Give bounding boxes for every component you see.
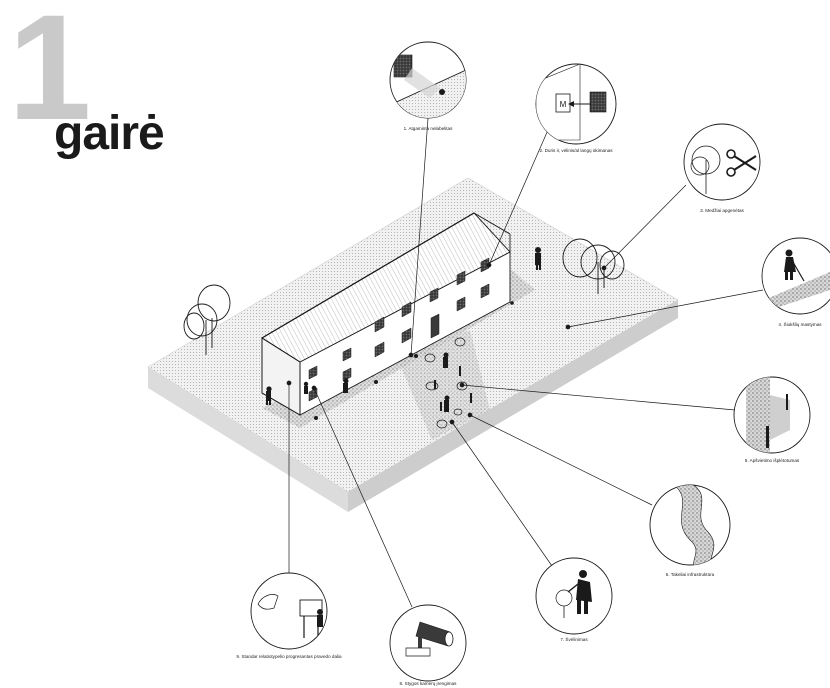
callout-8[interactable]: 8. Stygos kamerų įrengimas bbox=[389, 604, 467, 686]
security-camera-icon bbox=[405, 621, 454, 657]
callout-3[interactable]: 3. Medžiai apgenėtas bbox=[683, 123, 761, 213]
callout-9[interactable]: 9. Standar relatiotypelio progresantas p… bbox=[236, 572, 342, 659]
callout-7-caption: 7. Švėlinimas bbox=[560, 636, 588, 642]
window-wall-icon bbox=[390, 54, 466, 118]
tree-left bbox=[183, 284, 231, 355]
gravel-path-icon bbox=[673, 485, 715, 565]
tree-right bbox=[562, 238, 625, 294]
callout-4[interactable]: 4. Šiukšlių mastymas bbox=[761, 237, 830, 327]
figures bbox=[266, 247, 541, 420]
callout-5-caption: 5. Apšvietimo išplėtotumas bbox=[745, 458, 800, 463]
callout-3-caption: 3. Medžiai apgenėtas bbox=[700, 208, 744, 213]
callout-2-caption: 2. Duris ir, vėlinis/al langų ūkimanas bbox=[539, 148, 613, 153]
benches-and-shrubs bbox=[424, 337, 468, 429]
callout-5[interactable]: 5. Apšvietimo išplėtotumas bbox=[733, 375, 811, 463]
gravel-yard bbox=[398, 330, 490, 440]
door-window-icon: M bbox=[536, 64, 607, 141]
person-5 bbox=[444, 395, 450, 412]
person-2 bbox=[266, 386, 272, 405]
gardener-icon bbox=[555, 570, 592, 618]
lamp-post-icon bbox=[746, 377, 790, 453]
person-3 bbox=[343, 378, 349, 393]
trees bbox=[183, 238, 625, 355]
callout-6[interactable]: 6. Takeliai infrastruktūra bbox=[649, 484, 731, 577]
callout-4-caption: 4. Šiukšlių mastymas bbox=[778, 321, 822, 327]
callout-1-caption: 1. Atgaminta nelabelitas bbox=[404, 126, 453, 131]
person-4 bbox=[443, 352, 449, 368]
callout-9-caption: 9. Standar relatiotypelio progresantas p… bbox=[236, 654, 342, 659]
callout-6-caption: 6. Takeliai infrastruktūra bbox=[666, 572, 715, 577]
building bbox=[261, 212, 511, 416]
callout-2[interactable]: M 2. Duris ir, vėlinis/al langų ūkimanas bbox=[535, 63, 617, 153]
guideline-title: gairė bbox=[54, 107, 165, 160]
sweeping-person-icon bbox=[764, 249, 830, 310]
scissors-tree-icon bbox=[690, 145, 757, 194]
callout-1[interactable]: 1. Atgaminta nelabelitas bbox=[389, 41, 467, 131]
info-board-icon bbox=[257, 594, 323, 638]
callout-8-caption: 8. Stygos kamerų įrengimas bbox=[400, 681, 458, 686]
leader-lines bbox=[286, 117, 764, 608]
person-6 bbox=[303, 381, 309, 394]
guideline-number: 1 bbox=[8, 0, 91, 151]
svg-text:M: M bbox=[560, 100, 567, 109]
person-1 bbox=[535, 247, 541, 270]
callout-7[interactable]: 7. Švėlinimas bbox=[535, 557, 613, 642]
